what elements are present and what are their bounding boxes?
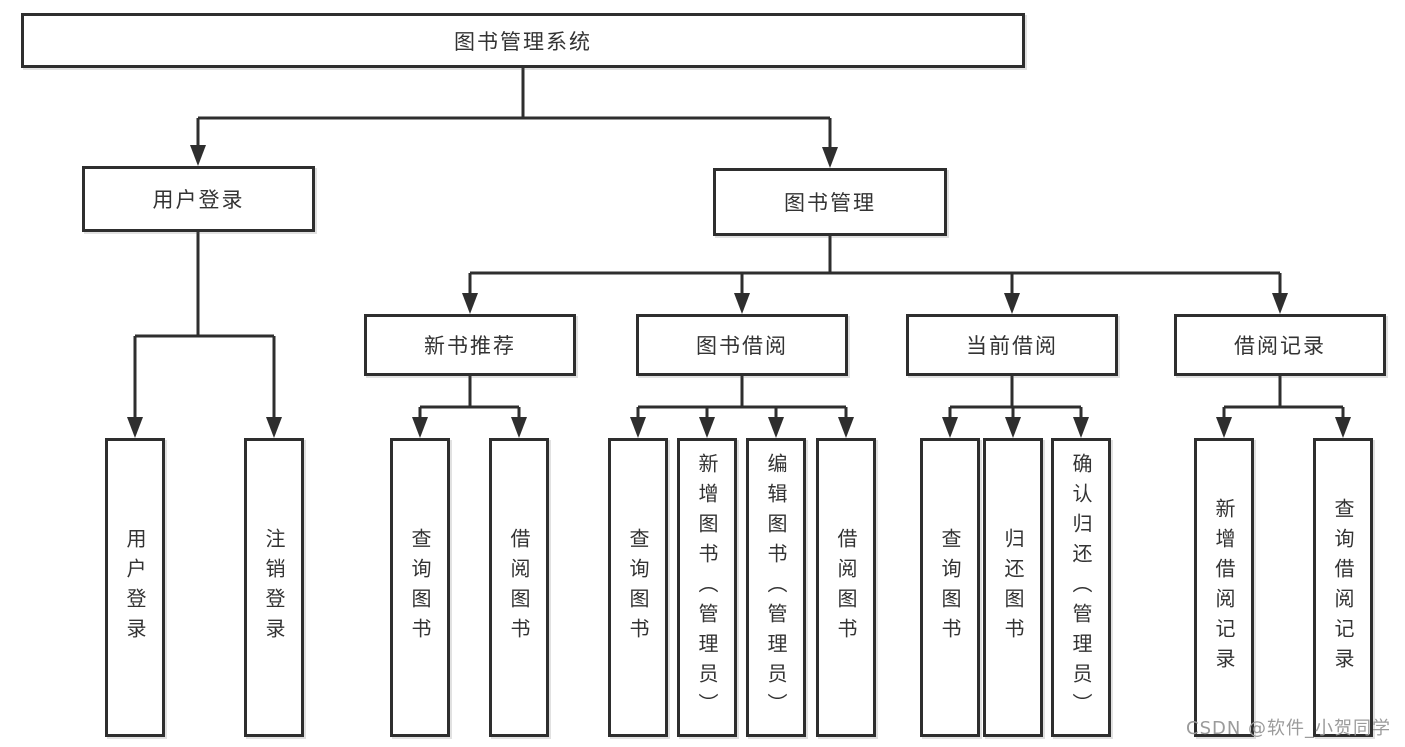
node-new-book-recommend: 新书推荐 [364,314,576,376]
node-root: 图书管理系统 [21,13,1025,68]
leaf-logout-label: 注销登录 [262,527,286,648]
connector-root-to-level2 [190,68,838,168]
node-book-borrow-label: 图书借阅 [696,334,788,358]
connector-currentborrow-leaves [942,376,1089,438]
leaf-confirm-return-admin-label: 确认归还（管理员） [1069,452,1093,723]
leaf-newbooks-borrow: 借阅图书 [489,438,549,737]
leaf-borrow-book-label: 借阅图书 [834,527,858,648]
leaf-edit-book-admin-label: 编辑图书（管理员） [764,452,788,723]
node-current-borrow-label: 当前借阅 [966,334,1058,358]
connector-bookmgmt-to-level3 [462,236,1288,314]
leaf-add-borrow-record: 新增借阅记录 [1194,438,1254,737]
connector-userlogin-leaves [127,232,282,438]
connector-borrowrecords-leaves [1216,376,1351,438]
leaf-borrow-query-book: 查询图书 [608,438,668,737]
node-book-management-label: 图书管理 [784,191,876,215]
node-borrow-records: 借阅记录 [1174,314,1386,376]
leaf-current-query-book: 查询图书 [920,438,980,737]
leaf-borrow-book: 借阅图书 [816,438,876,737]
node-book-borrow: 图书借阅 [636,314,848,376]
leaf-edit-book-admin: 编辑图书（管理员） [746,438,806,737]
leaf-logout: 注销登录 [244,438,304,737]
leaf-newbooks-borrow-label: 借阅图书 [507,527,531,648]
leaf-add-book-admin: 新增图书（管理员） [677,438,737,737]
leaf-borrow-query-book-label: 查询图书 [626,527,650,648]
leaf-return-book: 归还图书 [983,438,1043,737]
node-book-management: 图书管理 [713,168,947,236]
leaf-query-borrow-record: 查询借阅记录 [1313,438,1373,737]
leaf-confirm-return-admin: 确认归还（管理员） [1051,438,1111,737]
node-user-login: 用户登录 [82,166,315,232]
node-current-borrow: 当前借阅 [906,314,1118,376]
connector-bookborrow-leaves [630,376,854,438]
leaf-newbooks-query: 查询图书 [390,438,450,737]
leaf-add-book-admin-label: 新增图书（管理员） [695,452,719,723]
node-new-book-recommend-label: 新书推荐 [424,334,516,358]
node-root-label: 图书管理系统 [454,29,592,54]
leaf-current-query-book-label: 查询图书 [938,527,962,648]
leaf-newbooks-query-label: 查询图书 [408,527,432,648]
leaf-user-login-label: 用户登录 [123,527,147,648]
leaf-add-borrow-record-label: 新增借阅记录 [1212,497,1236,678]
node-borrow-records-label: 借阅记录 [1234,334,1326,358]
leaf-user-login: 用户登录 [105,438,165,737]
leaf-return-book-label: 归还图书 [1001,527,1025,648]
leaf-query-borrow-record-label: 查询借阅记录 [1331,497,1355,678]
node-user-login-label: 用户登录 [152,188,245,212]
connector-newbooks-leaves [412,376,527,438]
csdn-watermark: CSDN @软件_小贺同学 [1186,718,1392,739]
